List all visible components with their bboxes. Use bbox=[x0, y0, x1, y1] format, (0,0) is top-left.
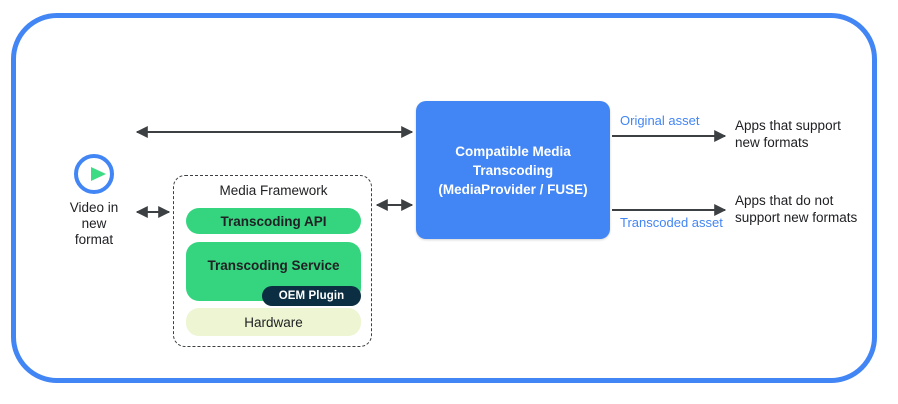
sink-apps-support-new-formats: Apps that support new formats bbox=[735, 118, 841, 150]
stack-item-transcoding-api: Transcoding API bbox=[186, 208, 361, 234]
media-framework-box: Media Framework Transcoding API Transcod… bbox=[173, 175, 372, 347]
outer-frame-border bbox=[11, 13, 877, 383]
media-framework-title: Media Framework bbox=[219, 183, 328, 198]
play-triangle-icon bbox=[91, 167, 106, 181]
stack-item-hardware: Hardware bbox=[186, 308, 361, 336]
edge-label-original-asset: Original asset bbox=[620, 113, 700, 128]
oem-plugin-badge: OEM Plugin bbox=[262, 286, 361, 306]
sink-apps-no-support-new-formats: Apps that do not support new formats bbox=[735, 193, 858, 225]
compatible-media-transcoding-node: Compatible Media Transcoding (MediaProvi… bbox=[416, 101, 610, 239]
video-source-caption: Video in new format bbox=[69, 200, 119, 247]
edge-label-transcoded-asset: Transcoded asset bbox=[620, 215, 723, 230]
play-circle-icon bbox=[74, 154, 114, 194]
